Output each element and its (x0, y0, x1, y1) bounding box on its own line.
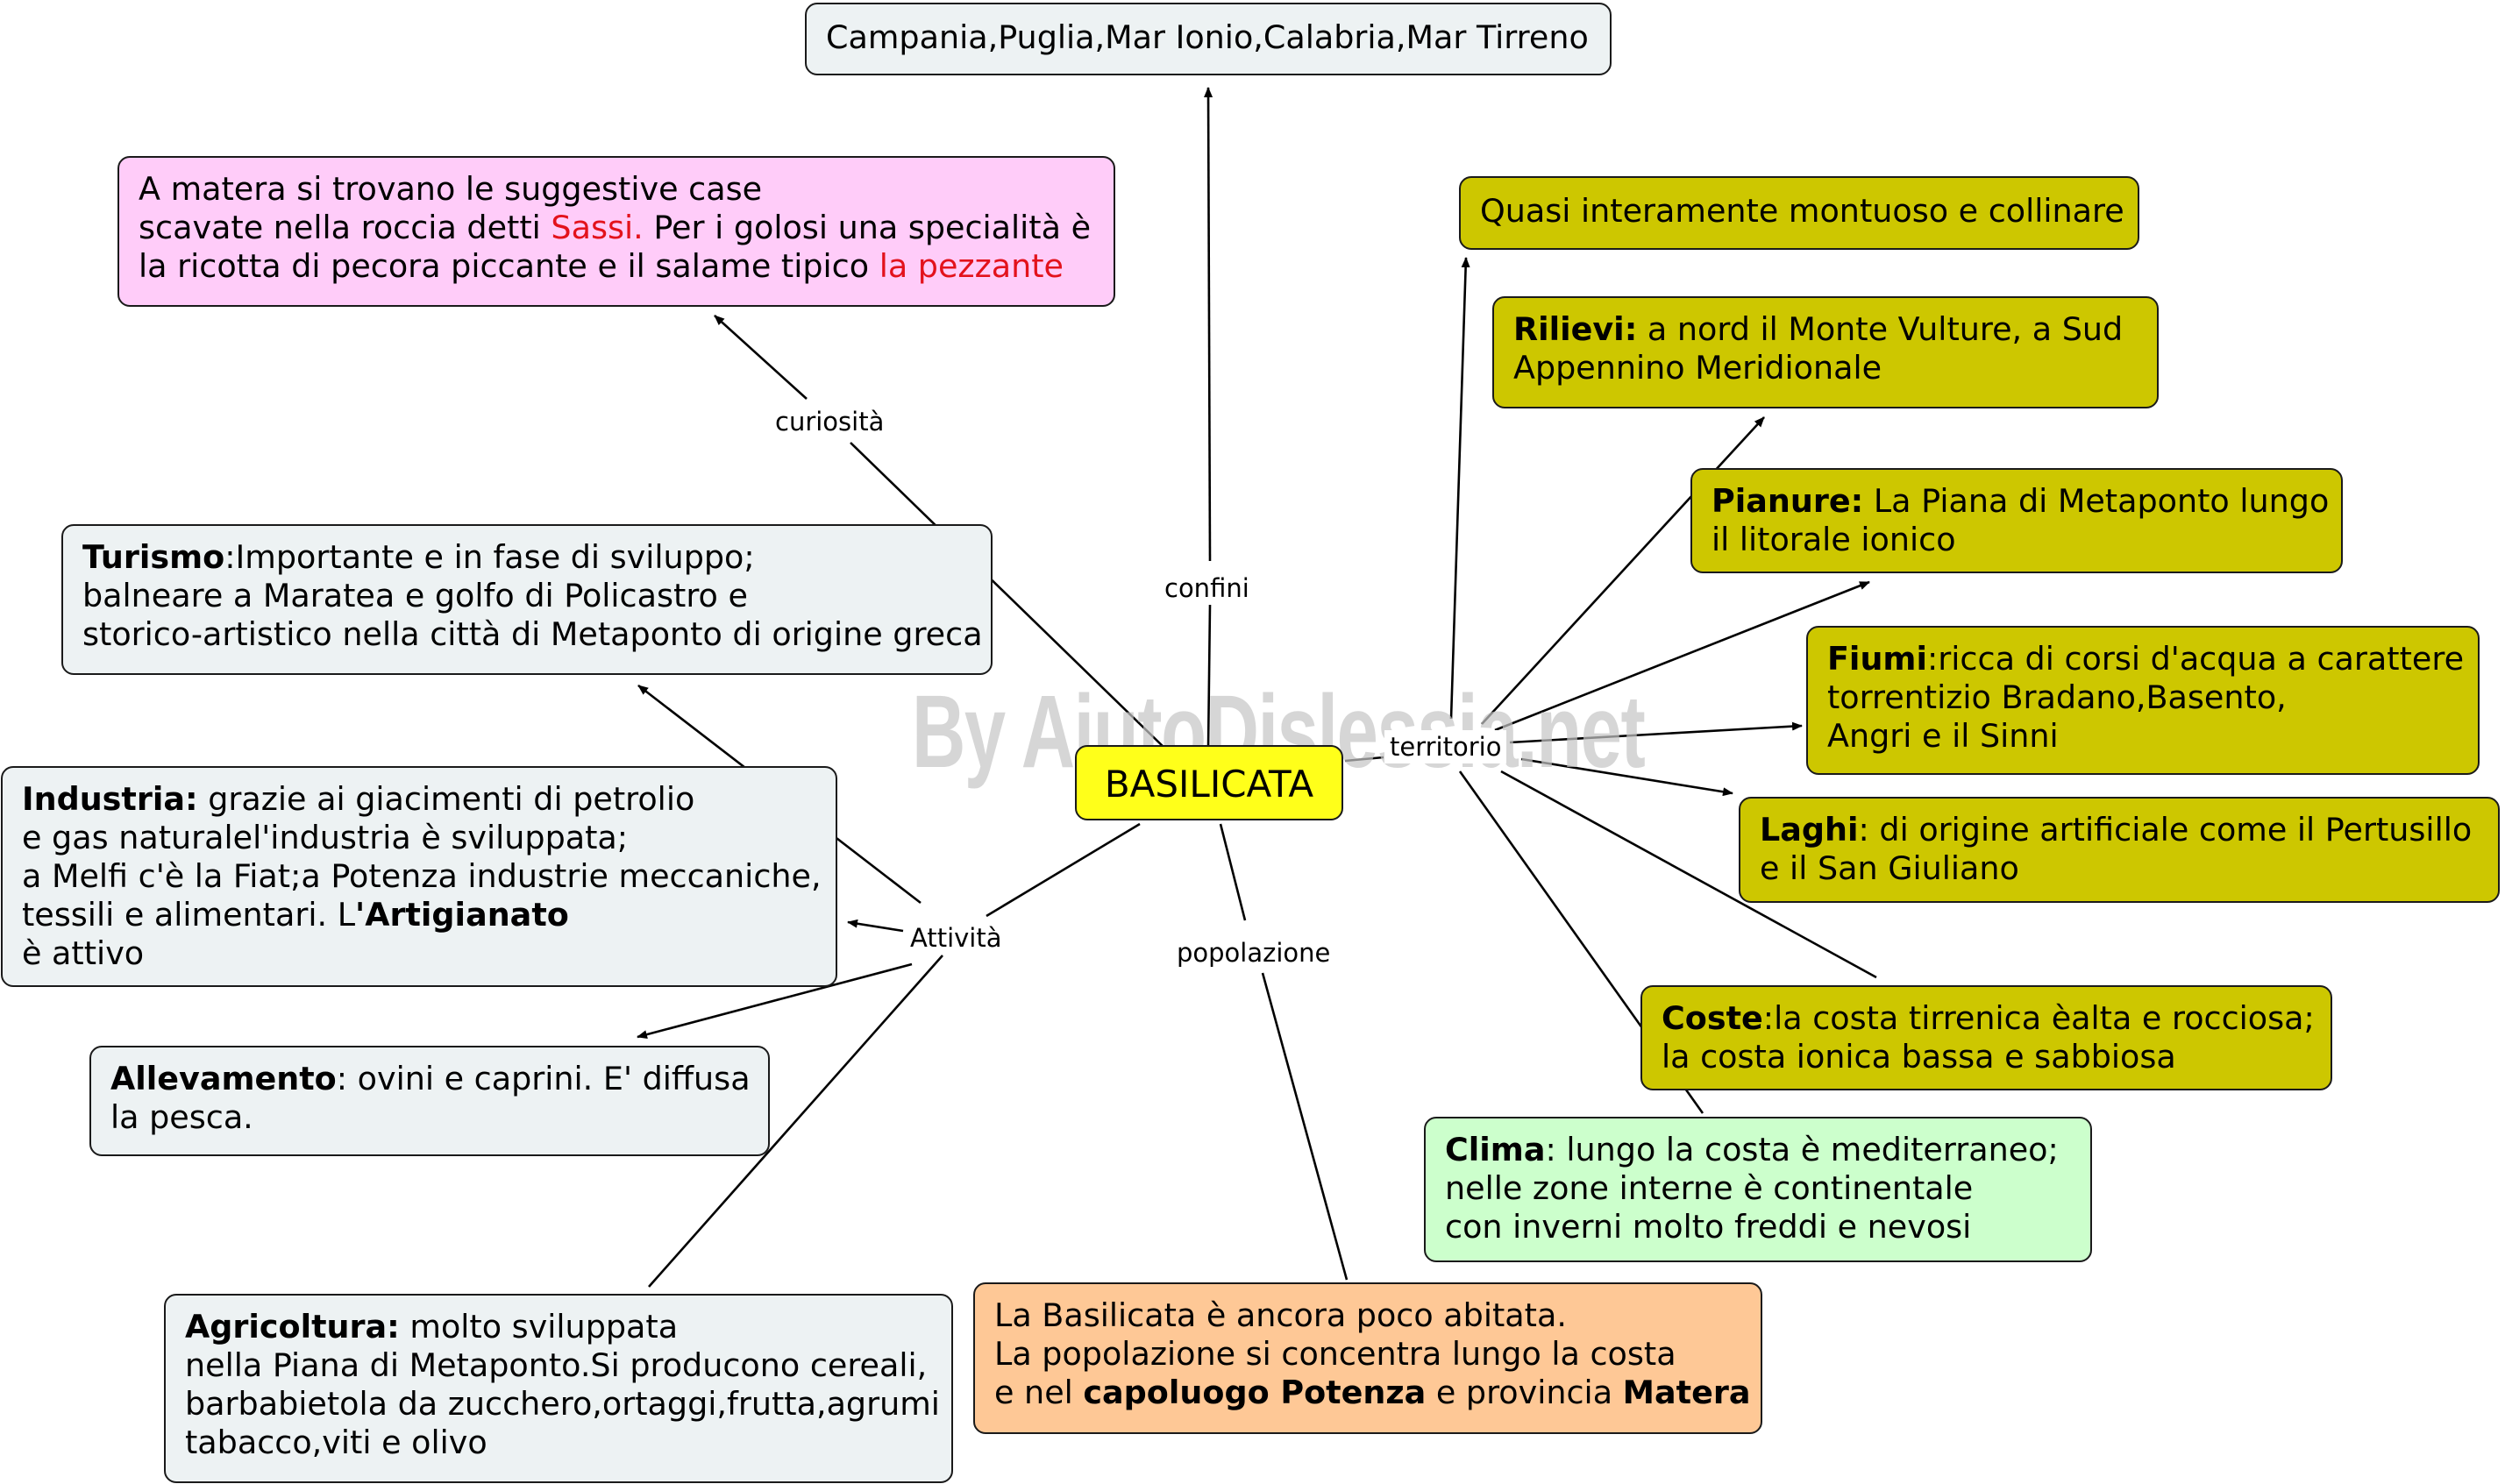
industria-line-2: e gas naturalel'industria è sviluppata; (22, 819, 629, 856)
link-label-curiosita: curiosità (770, 405, 890, 438)
node-agricoltura[interactable]: Agricoltura: molto sviluppata nella Pian… (164, 1294, 953, 1483)
clima-line-3: con inverni molto freddi e nevosi (1445, 1208, 1972, 1246)
node-confini-text: Campania,Puglia,Mar Ionio,Calabria,Mar T… (826, 18, 1589, 56)
turismo-line-3: storico-artistico nella città di Metapon… (82, 615, 983, 653)
link-coste (1500, 770, 1877, 979)
node-confini[interactable]: Campania,Puglia,Mar Ionio,Calabria,Mar T… (805, 3, 1612, 75)
curiosita-sassi: Sassi. (551, 209, 644, 246)
node-allevamento[interactable]: Allevamento: ovini e caprini. E' diffusa… (89, 1046, 770, 1156)
arrow-confini (1204, 87, 1213, 562)
link-attivita (986, 822, 1141, 918)
popolazione-line-3: e nel capoluogo Potenza e provincia Mate… (994, 1374, 1751, 1411)
pianure-line-1: Pianure: La Piana di Metaponto lungo (1712, 482, 2330, 520)
laghi-line-2: e il San Giuliano (1760, 849, 2019, 887)
node-turismo[interactable]: Turismo:Importante e in fase di sviluppo… (61, 524, 993, 675)
popolazione-line-2: La popolazione si concentra lungo la cos… (994, 1335, 1676, 1373)
agricoltura-line-1: Agricoltura: molto sviluppata (185, 1308, 679, 1346)
link-popolazione-a (1219, 823, 1247, 921)
arrow-industria (847, 919, 904, 933)
node-curiosita[interactable]: A matera si trovano le suggestive case s… (117, 156, 1115, 307)
arrow-curiosita (714, 315, 808, 400)
laghi-line-1: Laghi: di origine artificiale come il Pe… (1760, 811, 2473, 849)
curiosita-line-3: la ricotta di pecora piccante e il salam… (139, 247, 1064, 285)
coste-line-1: Coste:la costa tirrenica èalta e roccios… (1662, 999, 2315, 1037)
link-confini (1206, 604, 1212, 750)
turismo-line-2: balneare a Maratea e golfo di Policastro… (82, 577, 748, 614)
rilievi-line-1: Rilievi: a nord il Monte Vulture, a Sud (1513, 310, 2124, 348)
fiumi-line-2: torrentizio Bradano,Basento, (1827, 678, 2287, 716)
allevamento-line-2: la pesca. (110, 1098, 253, 1136)
node-coste[interactable]: Coste:la costa tirrenica èalta e roccios… (1640, 985, 2332, 1090)
rilievi-line-2: Appennino Meridionale (1513, 349, 1882, 387)
node-popolazione[interactable]: La Basilicata è ancora poco abitata. La … (973, 1282, 1762, 1434)
central-topic-basilicata[interactable]: BASILICATA (1075, 745, 1343, 820)
arrow-montuoso (1449, 257, 1470, 720)
link-label-confini: confini (1159, 572, 1255, 605)
allevamento-line-1: Allevamento: ovini e caprini. E' diffusa (110, 1060, 751, 1097)
curiosita-line-1: A matera si trovano le suggestive case (139, 170, 763, 208)
node-fiumi[interactable]: Fiumi:ricca di corsi d'acqua a carattere… (1806, 626, 2480, 775)
arrow-laghi (1520, 757, 1733, 797)
curiosita-line-2: scavate nella roccia detti Sassi. Per i … (139, 209, 1092, 246)
arrow-allevamento (637, 962, 913, 1040)
industria-line-3: a Melfi c'è la Fiat;a Potenza industrie … (22, 857, 822, 895)
link-label-attivita: Attività (905, 921, 1007, 955)
node-montuoso[interactable]: Quasi interamente montuoso e collinare (1459, 176, 2139, 250)
clima-line-2: nelle zone interne è continentale (1445, 1169, 1974, 1207)
link-label-territorio: territorio (1384, 730, 1507, 763)
agricoltura-line-4: tabacco,viti e olivo (185, 1424, 487, 1461)
arrow-pianure (1494, 580, 1870, 732)
node-pianure[interactable]: Pianure: La Piana di Metaponto lungo il … (1690, 468, 2343, 573)
popolazione-line-1: La Basilicata è ancora poco abitata. (994, 1296, 1567, 1334)
link-curiosita (850, 442, 1167, 750)
node-rilievi[interactable]: Rilievi: a nord il Monte Vulture, a Sud … (1492, 296, 2159, 408)
arrow-fiumi (1509, 721, 1803, 744)
industria-line-4: tessili e alimentari. L'Artigianato (22, 896, 569, 934)
clima-line-1: Clima: lungo la costa è mediterraneo; (1445, 1131, 2059, 1168)
link-territorio (1344, 756, 1384, 763)
montuoso-text: Quasi interamente montuoso e collinare (1480, 192, 2124, 230)
link-popolazione-b (1261, 972, 1349, 1281)
fiumi-line-1: Fiumi:ricca di corsi d'acqua a carattere (1827, 640, 2465, 678)
node-industria[interactable]: Industria: grazie ai giacimenti di petro… (1, 766, 837, 987)
link-label-popolazione: popolazione (1171, 936, 1336, 969)
coste-line-2: la costa ionica bassa e sabbiosa (1662, 1038, 2176, 1076)
curiosita-pezzante: la pezzante (879, 247, 1064, 285)
node-clima[interactable]: Clima: lungo la costa è mediterraneo; ne… (1424, 1117, 2092, 1262)
agricoltura-line-3: barbabietola da zucchero,ortaggi,frutta,… (185, 1385, 940, 1423)
node-laghi[interactable]: Laghi: di origine artificiale come il Pe… (1739, 797, 2500, 903)
link-agricoltura (648, 955, 943, 1288)
industria-line-5: è attivo (22, 934, 145, 972)
pianure-line-2: il litorale ionico (1712, 521, 1956, 558)
fiumi-line-3: Angri e il Sinni (1827, 717, 2059, 755)
industria-line-1: Industria: grazie ai giacimenti di petro… (22, 780, 695, 818)
turismo-line-1: Turismo:Importante e in fase di sviluppo… (82, 538, 755, 576)
agricoltura-line-2: nella Piana di Metaponto.Si producono ce… (185, 1346, 928, 1384)
